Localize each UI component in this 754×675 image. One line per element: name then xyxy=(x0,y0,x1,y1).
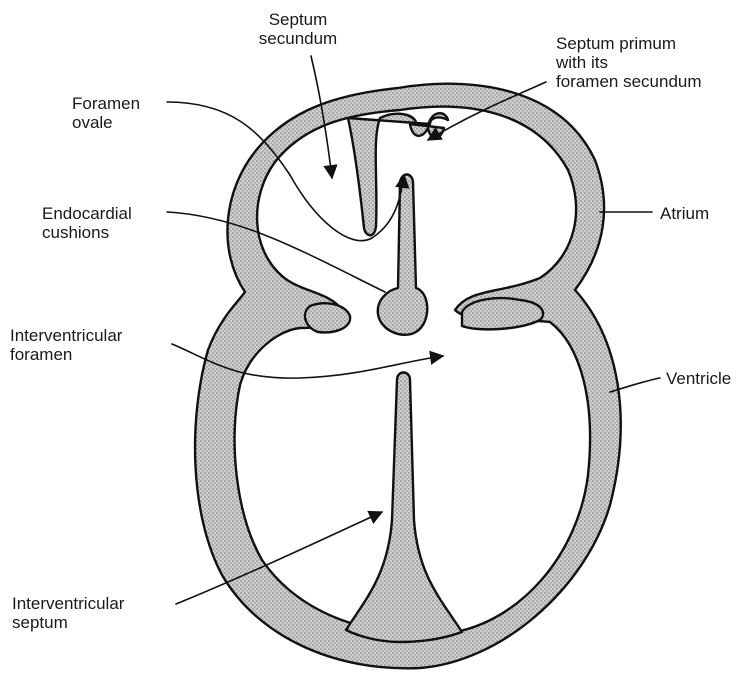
label-interventricular-foramen: Interventricular foramen xyxy=(10,326,122,364)
endocardial-cushions-line-1: Endocardial xyxy=(42,204,132,223)
interventricular-foramen-line-1: Interventricular xyxy=(10,326,122,345)
septum-primum-line-2: with its xyxy=(556,53,702,72)
label-interventricular-septum: Interventricular septum xyxy=(12,594,124,632)
septum-primum-line-3: foramen secundum xyxy=(556,72,702,91)
label-septum-secundum: Septum secundum xyxy=(248,10,348,48)
ventricle-text: Ventricle xyxy=(666,369,731,388)
atrium-text: Atrium xyxy=(660,204,709,223)
endocardial-cushions-line-2: cushions xyxy=(42,223,132,242)
interventricular-septum-line-2: septum xyxy=(12,613,124,632)
interventricular-septum-line-1: Interventricular xyxy=(12,594,124,613)
foramen-ovale-line-1: Foramen xyxy=(72,94,140,113)
right-cushion-lip xyxy=(462,298,543,329)
label-septum-primum: Septum primum with its foramen secundum xyxy=(556,34,702,91)
septum-secundum-line-2: secundum xyxy=(248,29,348,48)
septum-secundum-line-1: Septum xyxy=(248,10,348,29)
interventricular-foramen-line-2: foramen xyxy=(10,345,122,364)
label-atrium: Atrium xyxy=(660,204,709,223)
label-foramen-ovale: Foramen ovale xyxy=(72,94,140,132)
foramen-ovale-line-2: ovale xyxy=(72,113,140,132)
septum-primum-line-1: Septum primum xyxy=(556,34,702,53)
label-ventricle: Ventricle xyxy=(666,369,731,388)
left-cushion-lip xyxy=(305,303,350,332)
label-endocardial-cushions: Endocardial cushions xyxy=(42,204,132,242)
